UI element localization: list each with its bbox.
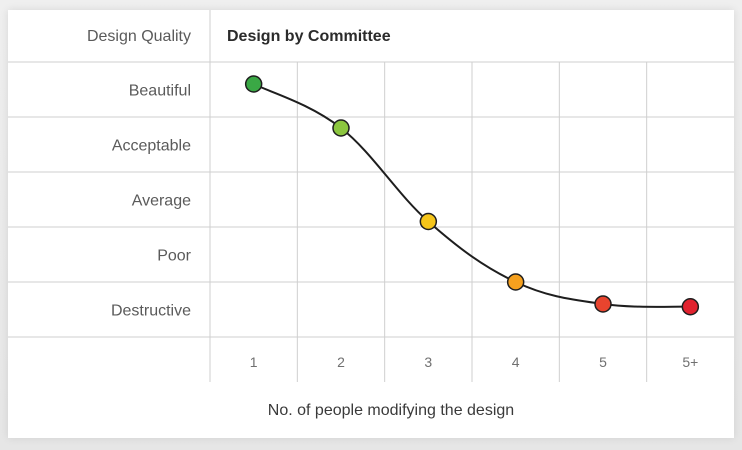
- data-point: [681, 298, 700, 316]
- data-point: [419, 212, 438, 231]
- y-category-label: Beautiful: [129, 83, 191, 100]
- x-axis-title: No. of people modifying the design: [268, 402, 514, 419]
- chart-card: [8, 10, 734, 438]
- data-points: [244, 75, 700, 316]
- chart-title: Design by Committee: [227, 28, 391, 45]
- data-point: [244, 75, 263, 93]
- x-tick-label: 3: [424, 354, 432, 370]
- x-axis-ticks: 1 2 3 4 5 5+: [250, 354, 699, 370]
- data-point: [332, 119, 350, 137]
- y-category-label: Destructive: [111, 303, 191, 320]
- y-category-label: Acceptable: [112, 138, 191, 155]
- x-tick-label: 4: [512, 354, 520, 370]
- x-tick-label: 5+: [682, 354, 698, 370]
- y-category-label: Average: [132, 193, 191, 210]
- chart-grid: [8, 10, 734, 382]
- x-tick-label: 5: [599, 354, 607, 370]
- x-tick-label: 2: [337, 354, 345, 370]
- y-axis-labels: Destructive Poor Average Acceptable Beautifu…: [111, 83, 192, 320]
- y-axis-title: Design Quality: [87, 28, 191, 45]
- y-category-label: Poor: [157, 248, 191, 265]
- x-tick-label: 1: [250, 354, 258, 370]
- data-point: [594, 295, 612, 313]
- data-point: [506, 273, 525, 291]
